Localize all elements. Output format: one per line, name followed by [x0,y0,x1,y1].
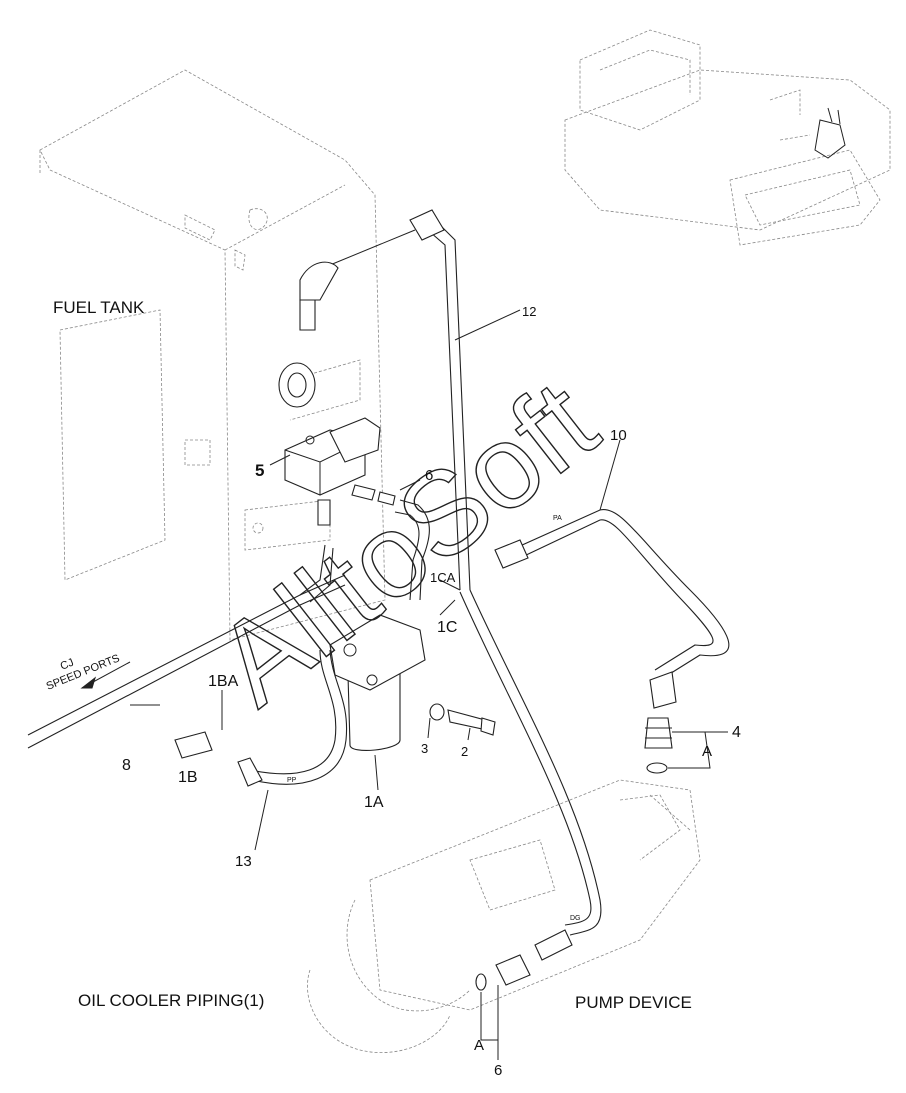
hose-mark-pp: PP [287,777,297,784]
excavator-thumbnail [564,29,891,246]
callout-8: 8 [122,757,131,774]
callout-3: 3 [421,741,428,756]
callout-1A: 1A [364,794,384,811]
callout-A-right: A [702,743,712,760]
callout-2: 2 [461,744,468,759]
callout-6-bottom: 6 [494,1062,502,1079]
speed-ports-label-1: CJ [59,657,76,673]
callout-A-bottom: A [474,1037,484,1054]
callout-12: 12 [522,304,536,319]
callout-1C: 1C [437,619,457,636]
pump-device-outline [307,779,701,1054]
leader-lines [130,309,728,1060]
callout-1BA: 1BA [208,673,239,690]
fuel-tank-label: FUEL TANK [53,298,145,317]
callout-6-top: 6 [425,467,433,484]
oil-cooler-label: OIL COOLER PIPING(1) [78,991,264,1010]
callout-1B: 1B [178,769,198,786]
fittings [174,209,677,991]
watermark: AlltoSoft [193,356,621,731]
callout-10: 10 [610,427,627,444]
callout-1CA: 1CA [430,570,456,585]
callout-13: 13 [235,853,252,870]
callout-4: 4 [732,724,741,741]
callout-5: 5 [255,461,264,480]
fuel-tank-outline [39,69,386,641]
pump-device-label: PUMP DEVICE [575,993,692,1012]
speed-ports-arrow [80,661,131,689]
main-pipes [27,224,730,936]
hose-mark-dg: DG [570,915,581,922]
hose-mark-pa: PA [553,515,562,522]
